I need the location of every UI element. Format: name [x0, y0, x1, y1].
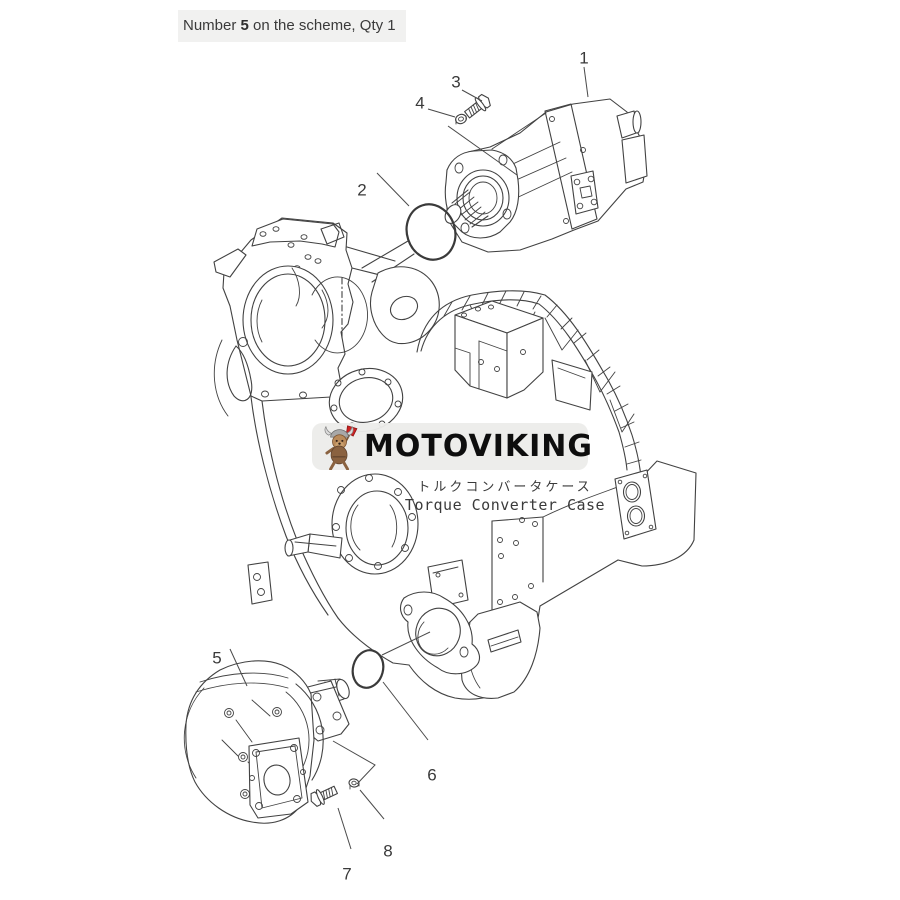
- case-port-plate: [614, 469, 657, 540]
- watermark-pill: MOTOVIKING: [312, 423, 592, 470]
- callout-4: 4: [415, 94, 424, 113]
- lower-pump-drawing: [183, 660, 350, 824]
- scheme-note-suffix: on the scheme, Qty 1: [248, 17, 396, 34]
- callout-7: 7: [342, 865, 351, 884]
- o-ring-lower: [351, 649, 385, 689]
- leader-lines: [229, 66, 589, 850]
- watermark-brand-text: MOTOVIKING: [364, 428, 594, 465]
- case-bell-rim: [416, 290, 642, 479]
- scheme-note-number: 5: [240, 17, 249, 34]
- upper-pump-drawing: [444, 98, 648, 253]
- lower-pump-mount-face: [248, 737, 309, 819]
- callout-5: 5: [212, 649, 221, 668]
- callout-2: 2: [357, 181, 366, 200]
- callout-8: 8: [383, 842, 392, 861]
- torque-converter-case-drawing: [213, 217, 697, 700]
- bolt-upper: [464, 93, 491, 119]
- case-foot-boss: [459, 601, 541, 699]
- washer-upper: [455, 113, 467, 125]
- washer-lower: [348, 778, 360, 790]
- viking-dog-mascot-icon: [324, 425, 358, 470]
- case-pump-mount-flange: [399, 591, 481, 675]
- upper-pump-port-pad: [570, 170, 599, 215]
- case-title-japanese: トルクコンバータケース: [417, 480, 593, 495]
- bolt-lower: [310, 785, 338, 807]
- scheme-note-prefix: Number: [183, 17, 241, 34]
- case-pto-flange: [284, 473, 419, 575]
- case-top-block: [454, 300, 544, 399]
- case-bracket-arm: [346, 240, 440, 345]
- callout-1: 1: [579, 49, 588, 68]
- scheme-note: Number 5 on the scheme, Qty 1: [178, 10, 406, 42]
- callout-6: 6: [427, 766, 436, 785]
- case-main-bore: [242, 265, 368, 375]
- case-title-english: Torque Converter Case: [404, 496, 606, 514]
- upper-pump-shaft: [444, 189, 489, 228]
- o-ring-upper: [405, 203, 457, 261]
- callout-3: 3: [451, 73, 460, 92]
